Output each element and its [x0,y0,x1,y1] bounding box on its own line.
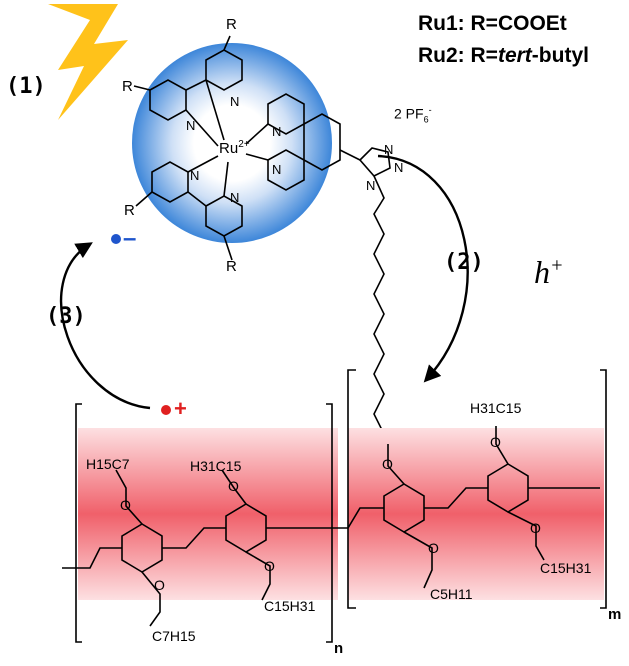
n-atom-8: N [394,160,404,175]
arrow-step-2 [377,154,469,383]
counterion-prefix: 2 PF [394,105,424,122]
n-atom-3: N [190,168,200,183]
n-atom-9: N [366,178,376,193]
n-atom-5: N [272,124,282,139]
r-group-left: R [122,78,133,95]
metal-charge: 2+ [238,139,250,150]
n-atom-4: N [230,190,240,205]
legend-ru2-suffix: -butyl [531,44,589,67]
counterion-sup: - [428,105,432,115]
o-atom-7: O [490,434,501,450]
subscript-n: n [334,640,344,657]
hole-dot [161,405,171,415]
hole-symbol: h+ [534,254,564,291]
chain-h31c15-right: H31C15 [470,400,522,416]
n-atom-7: N [384,142,394,157]
counterion-sub: 6 [423,114,429,125]
chain-c5h11: C5H11 [430,586,473,602]
legend-ru2-prefix: R= [470,44,498,67]
metal-symbol: Ru [219,140,239,157]
chain-h31c15-left: H31C15 [190,458,242,474]
electron-dot [111,234,121,244]
chain-c7h15-top: H15C7 [86,456,130,472]
o-atom-3: O [228,478,239,494]
legend-ru1-value: R=COOEt [470,12,567,35]
metal-center: Ru2+ [219,139,250,157]
subscript-m: m [608,606,622,623]
o-atom-4: O [264,558,275,574]
step-1-label: (1) [6,74,46,99]
chain-c15h31-right: C15H31 [540,560,592,576]
hole-symbol-base: h [534,254,550,290]
ru-complex-disk [132,43,332,243]
legend-ru2-italic: tert [497,44,532,67]
legend-ru1-label: Ru1: [418,12,465,35]
ru-complex-ligands [133,35,391,455]
r-group-bottom: R [226,258,237,275]
polymer-box-left [78,428,338,600]
o-atom-6: O [428,540,439,556]
counterion-label: 2 PF6- [394,105,432,124]
chain-c7h15-bottom: C7H15 [152,628,196,644]
legend-ru1: Ru1: R=COOEt [418,12,567,36]
n-atom-1: N [230,94,240,109]
arrow-step-3 [60,242,151,410]
electron-charge: – [123,225,137,252]
hole-symbol-sup: + [550,254,564,277]
r-group-lower-left: R [124,202,135,219]
step-3-label: (3) [46,304,86,329]
n-atom-2: N [186,118,196,133]
chain-c15h31-left: C15H31 [264,598,316,614]
o-atom-1: O [120,497,131,513]
polymer-box-right [348,428,604,600]
o-atom-5: O [382,456,393,472]
n-atom-6: N [272,162,282,177]
polymer-backbone [62,369,607,643]
o-atom-8: O [530,520,541,536]
r-group-top: R [226,16,237,33]
lightning-bolt-icon [48,4,128,120]
hole-charge: + [174,396,187,421]
legend-ru2: Ru2: R=tert-butyl [418,44,589,68]
step-2-label: (2) [444,250,484,275]
o-atom-2: O [154,577,165,593]
legend-ru2-label: Ru2: [418,44,465,67]
